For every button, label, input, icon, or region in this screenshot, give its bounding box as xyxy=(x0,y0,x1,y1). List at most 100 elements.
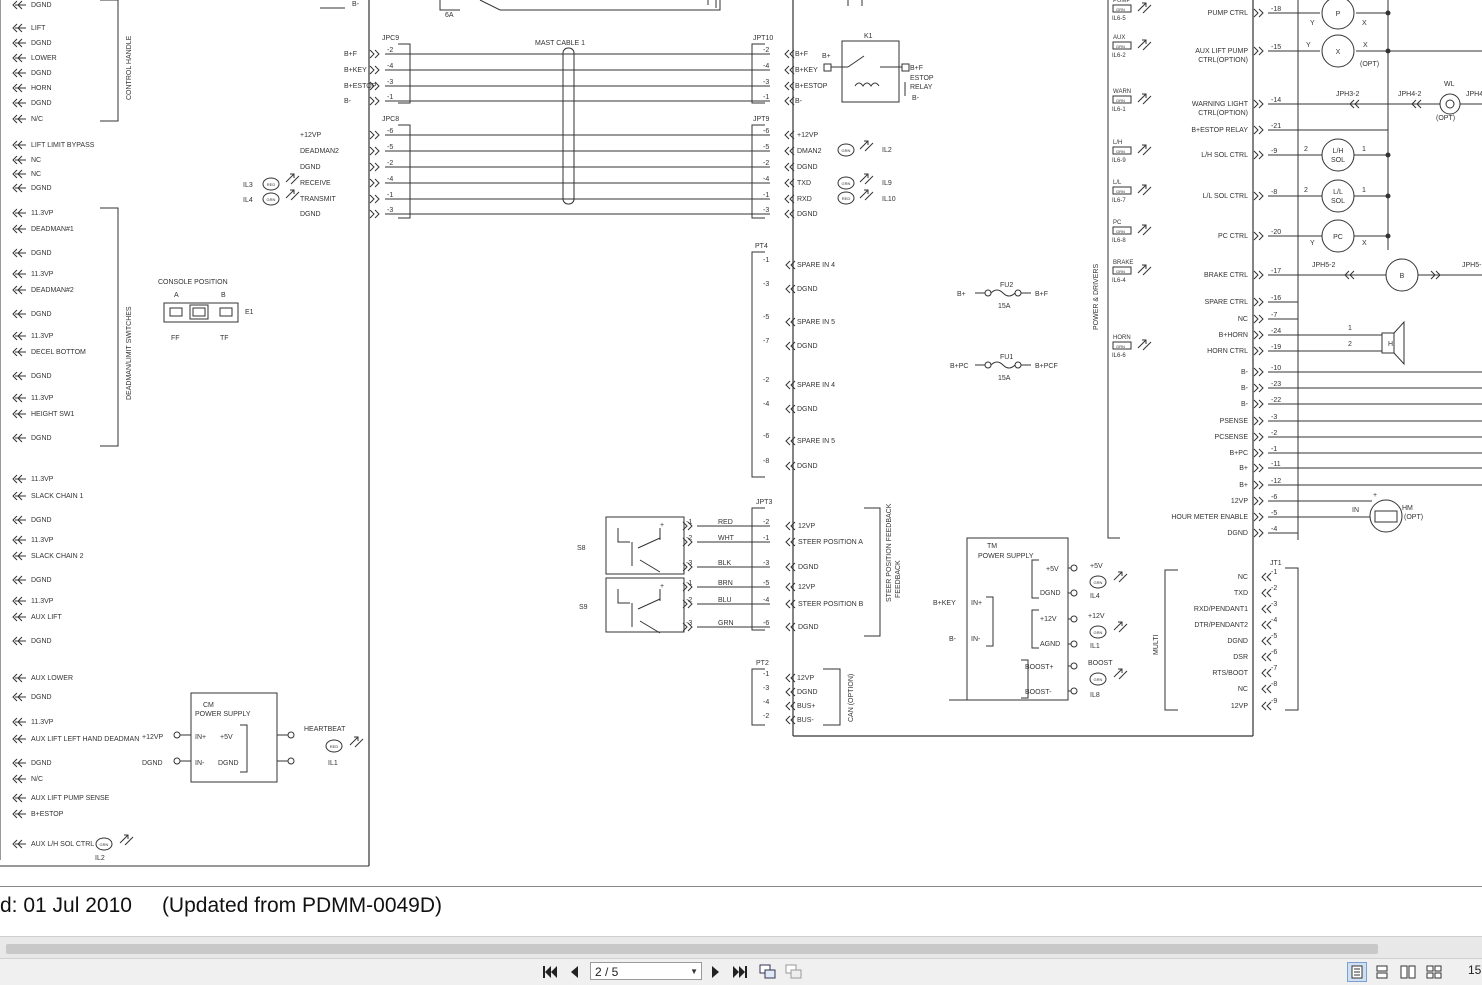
driver-led-il: IL6-8 xyxy=(1112,238,1126,244)
left-pin-label: 11.3VP xyxy=(31,333,54,340)
il10-led-label: RED xyxy=(842,196,851,201)
pt2-label: BUS- xyxy=(797,717,814,724)
wl-opt: (OPT) xyxy=(1436,115,1455,122)
jpc8-label: DGND xyxy=(300,211,321,218)
jpc8-label: RECEIVE xyxy=(300,180,331,187)
right-pin-label: HOUR METER ENABLE xyxy=(1171,514,1248,521)
page-number-input[interactable]: 2 / 5 ▼ xyxy=(590,962,702,980)
right-pin-label: B- xyxy=(1241,369,1249,376)
steer-sensor-connector xyxy=(687,562,693,572)
driver-led-il: IL6-6 xyxy=(1112,353,1126,359)
jpt3-label: DGND xyxy=(798,564,819,571)
previous-page-icon[interactable] xyxy=(564,962,584,982)
tm-5v: +5V xyxy=(1046,566,1059,573)
fit-page-icon[interactable] xyxy=(758,962,778,982)
left-pin-label: 11.3VP xyxy=(31,271,54,278)
driver-led-name: AUX xyxy=(1113,35,1125,41)
tm-terminal xyxy=(1070,564,1078,572)
light-arrow xyxy=(349,736,359,746)
cm-in-plus: IN+ xyxy=(195,734,206,741)
right-pin-number: -18 xyxy=(1271,6,1281,13)
jpt9-pin: -1 xyxy=(763,192,769,199)
next-page-icon[interactable] xyxy=(706,962,726,982)
left-pin-label: AUX LIFT LEFT HAND DEADMAN xyxy=(31,736,139,743)
jt1-pin: -2 xyxy=(1271,585,1277,592)
left-pin-label: DEADMAN#2 xyxy=(31,287,74,294)
zoom-level[interactable]: 15 xyxy=(1468,963,1482,977)
continuous-view-icon[interactable] xyxy=(1372,962,1392,982)
footer-date: d: 01 Jul 2010 xyxy=(0,894,132,917)
s8-sensor-box xyxy=(605,516,685,575)
right-pin-connector xyxy=(1253,496,1259,506)
pt4-connector xyxy=(790,404,796,414)
jph3-connector xyxy=(1354,99,1360,109)
document-footer: d: 01 Jul 2010(Updated from PDMM-0049D) xyxy=(0,890,442,924)
fuse-terminal xyxy=(1014,289,1022,297)
jpt3-pin: -6 xyxy=(763,620,769,627)
tm-in-plus: IN+ xyxy=(971,600,982,607)
right-pin-connector xyxy=(1253,512,1259,522)
fuse-right-label: B+F xyxy=(1035,291,1048,298)
light-arrow xyxy=(1113,571,1123,581)
pt4-connector xyxy=(790,317,796,327)
power-drivers-label: POWER & DRIVERS xyxy=(1093,264,1100,330)
first-page-icon[interactable] xyxy=(540,962,560,982)
jpt3-label: 12VP xyxy=(798,523,815,530)
left-pin-label: HORN xyxy=(31,85,52,92)
left-pin-label: 11.3VP xyxy=(31,476,54,483)
two-page-continuous-icon[interactable] xyxy=(1424,962,1444,982)
light-arrow-head xyxy=(1118,668,1123,673)
jpt9-pin: -5 xyxy=(763,144,769,151)
jpc9-connector xyxy=(374,81,380,91)
fit-width-icon[interactable] xyxy=(784,962,804,982)
deadman-group-label: DEADMAN/LIMIT SWITCHES xyxy=(126,306,133,400)
cm-power-supply-box xyxy=(190,692,278,783)
tm-il4: IL4 xyxy=(1090,593,1100,600)
s9-label: S9 xyxy=(579,604,588,611)
single-page-view-icon[interactable] xyxy=(1347,962,1367,982)
jpc9-label: B+ESTOP xyxy=(344,83,377,90)
jt1-label: TXD xyxy=(1234,590,1248,597)
pt2-connector xyxy=(785,687,791,697)
left-pin-connector xyxy=(12,433,18,443)
horizontal-scrollbar[interactable] xyxy=(0,936,1482,959)
chevron-down-icon[interactable]: ▼ xyxy=(690,967,698,976)
jpc9-connector xyxy=(369,65,375,75)
jpc8-connector xyxy=(374,209,380,219)
tm-boost-led-label: GRN xyxy=(1094,677,1103,682)
light-arrow-head xyxy=(864,189,869,194)
left-pin-label: LIFT LIMIT BYPASS xyxy=(31,142,95,149)
two-page-view-icon[interactable] xyxy=(1398,962,1418,982)
console-e1: E1 xyxy=(245,309,254,316)
jpc8-label: +12VP xyxy=(300,132,322,139)
ll-label: L/L xyxy=(1333,189,1343,196)
right-pin-connector xyxy=(1253,191,1259,201)
pt4-connector xyxy=(785,341,791,351)
right-pin-connector xyxy=(1253,383,1259,393)
jt1-label: NC xyxy=(1238,574,1248,581)
ll-solenoid xyxy=(1321,179,1355,213)
jpt9-connector xyxy=(784,146,790,156)
tm-title-2: POWER SUPPLY xyxy=(978,553,1034,560)
light-arrow-head xyxy=(864,173,869,178)
console-a: A xyxy=(174,292,179,299)
left-pin-connector xyxy=(12,793,18,803)
jpt10-label: B+KEY xyxy=(795,67,818,74)
left-pin-connector xyxy=(12,140,18,150)
tm-terminal xyxy=(1070,662,1078,670)
jt1-label: NC xyxy=(1238,686,1248,693)
right-pin-label: L/H SOL CTRL xyxy=(1201,152,1248,159)
left-pin-connector xyxy=(12,596,18,606)
last-page-icon[interactable] xyxy=(730,962,750,982)
pt2-label: BUS+ xyxy=(797,703,815,710)
jpc8-connector xyxy=(374,194,380,204)
s8-plus: + xyxy=(660,522,664,529)
scrollbar-thumb[interactable] xyxy=(6,944,1378,954)
light-arrow xyxy=(1118,623,1128,633)
right-pin-connector xyxy=(1258,383,1264,393)
left-pin-label: DECEL BOTTOM xyxy=(31,349,86,356)
jt1-connector xyxy=(1261,684,1267,694)
pt4-label: DGND xyxy=(797,343,818,350)
left-pin-connector xyxy=(12,575,18,585)
jpt9-connector xyxy=(789,130,795,140)
